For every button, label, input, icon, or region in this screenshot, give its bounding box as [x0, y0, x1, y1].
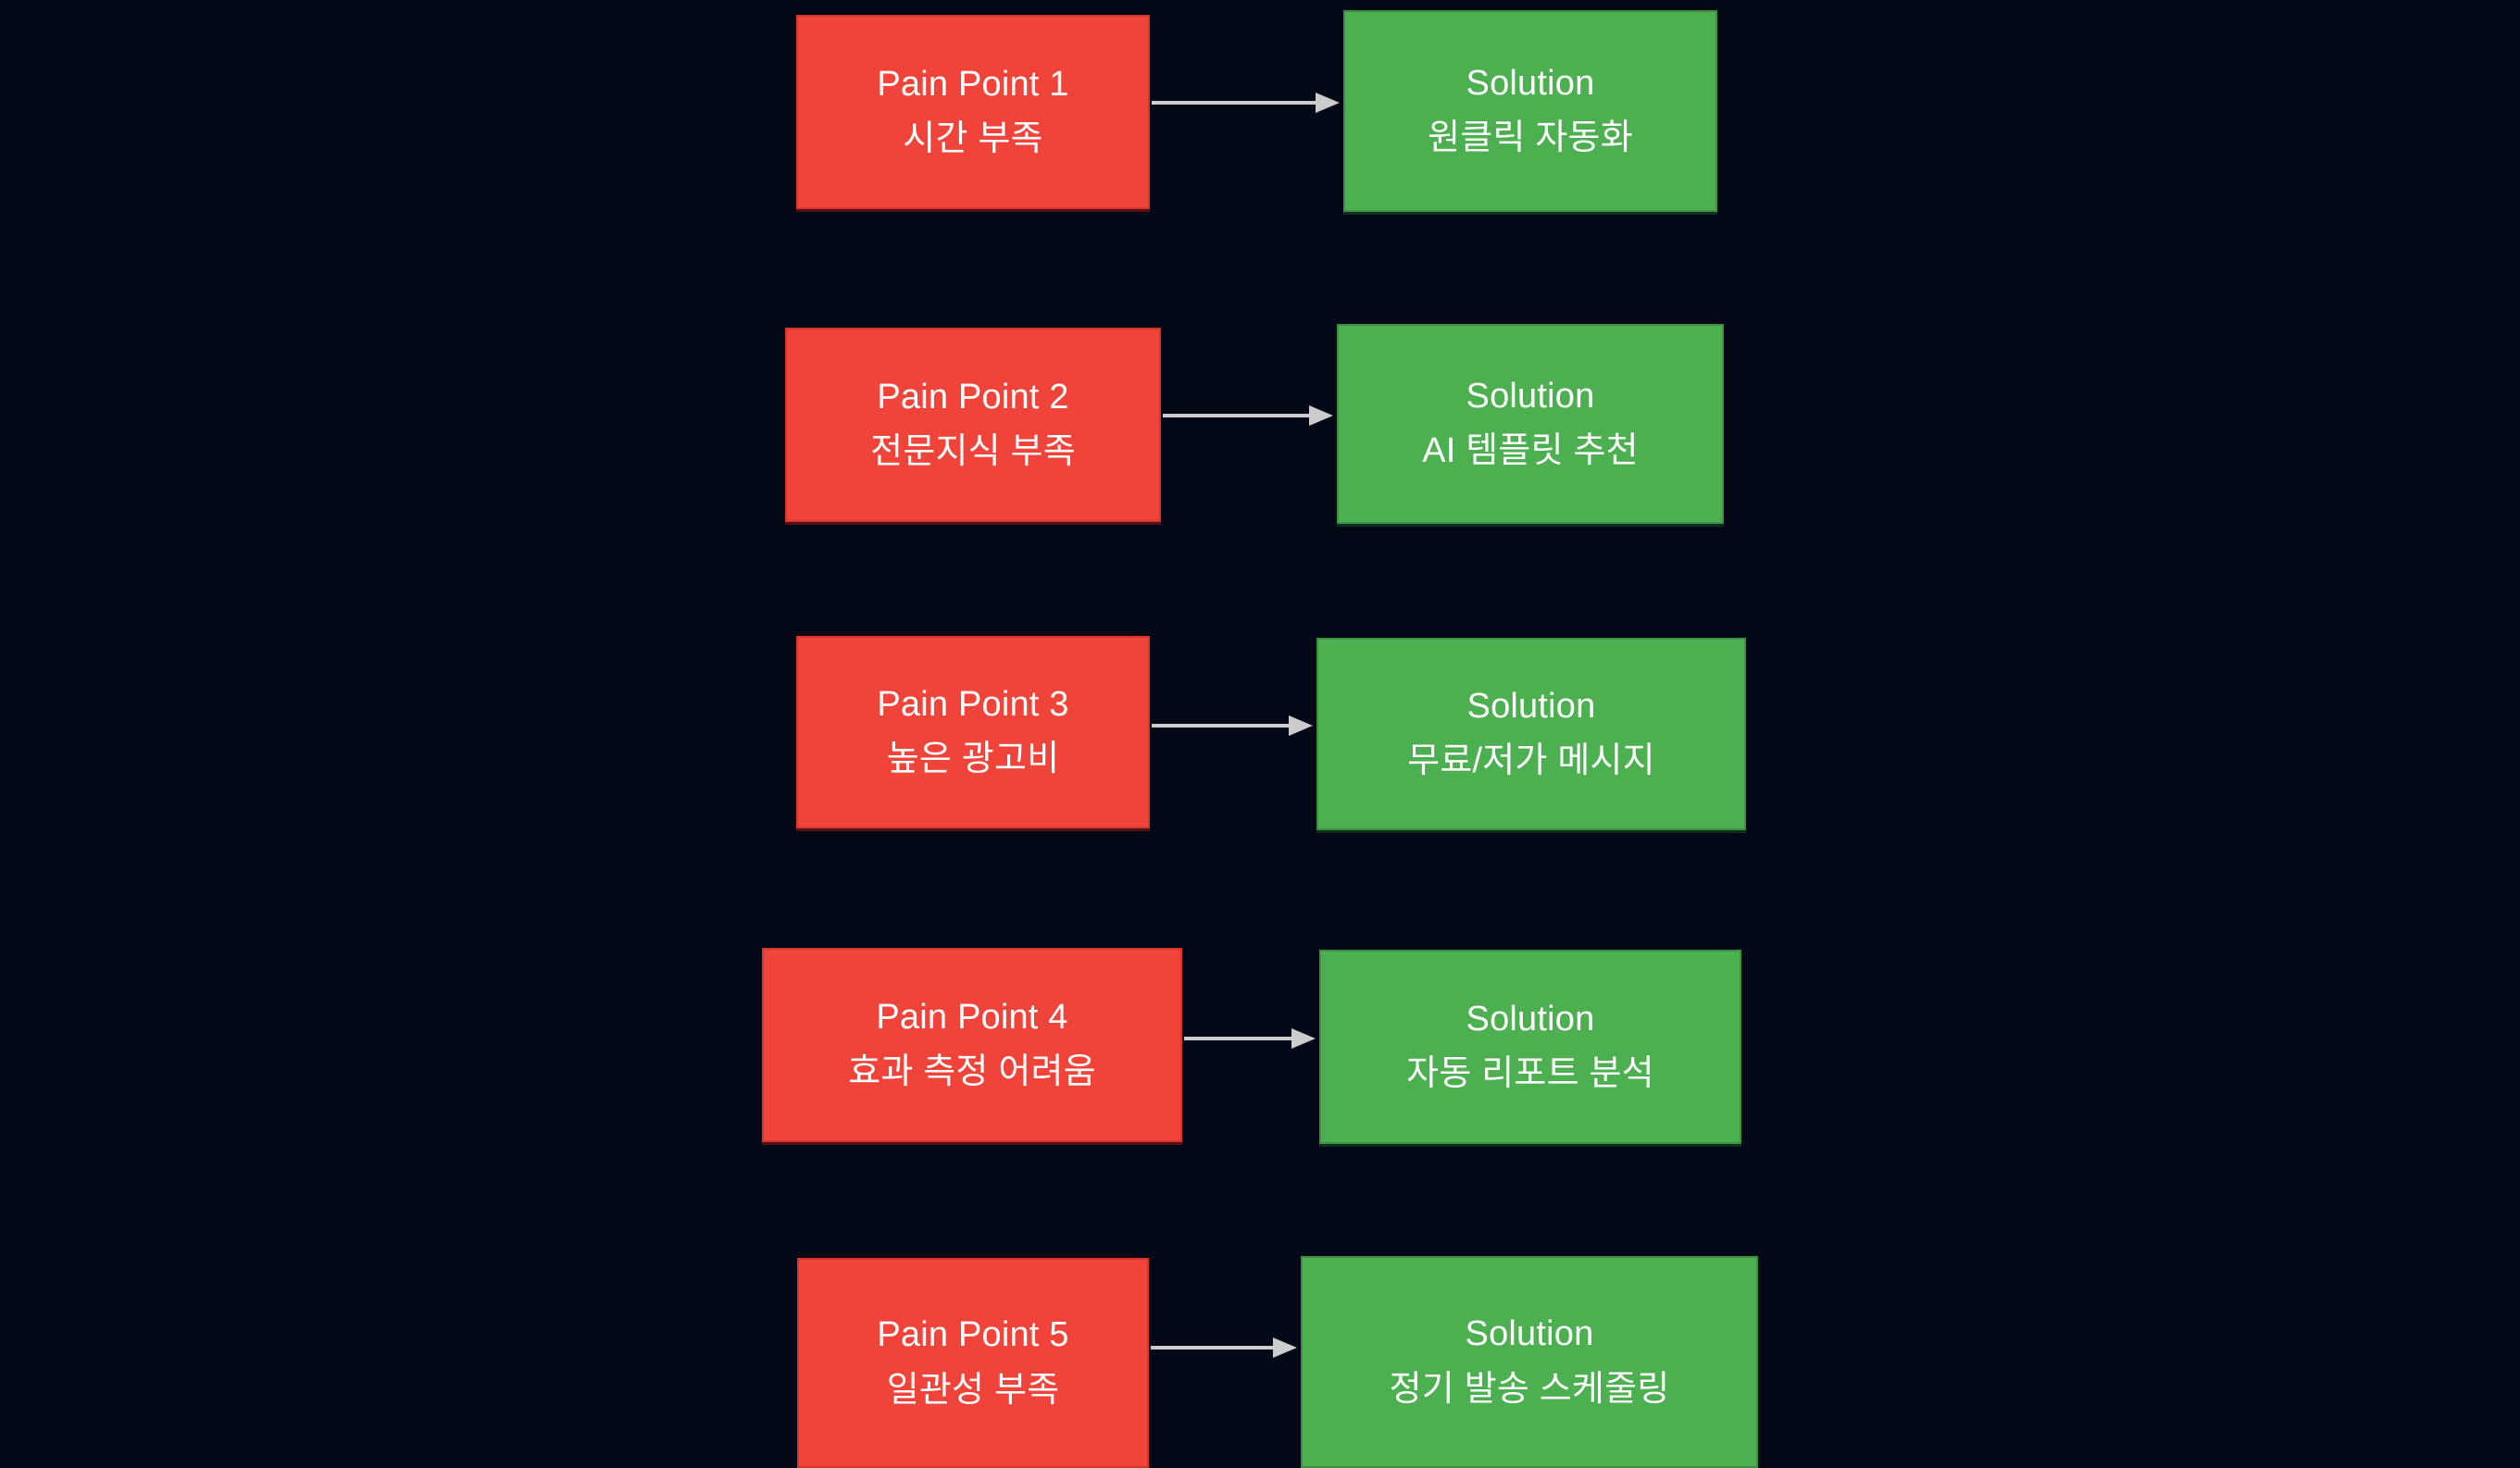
solution-title: Solution	[1466, 999, 1595, 1039]
arrow-connector-4	[1184, 1027, 1316, 1050]
arrow-icon	[1152, 715, 1313, 736]
solution-detail: 정기 발송 스케줄링	[1389, 1369, 1670, 1409]
solution-title: Solution	[1466, 376, 1595, 416]
pain-point-node-3[interactable]: Pain Point 3 높은 광고비	[796, 636, 1150, 828]
pain-point-title: Pain Point 2	[877, 377, 1069, 417]
pain-point-detail: 효과 측정 어려움	[848, 1052, 1096, 1091]
solution-node-1[interactable]: Solution 원클릭 자동화	[1343, 10, 1717, 212]
solution-node-2[interactable]: Solution AI 템플릿 추천	[1337, 324, 1724, 524]
pain-point-detail: 일관성 부족	[886, 1370, 1060, 1410]
solution-title: Solution	[1466, 686, 1596, 726]
arrow-connector-3	[1152, 715, 1313, 737]
pain-point-title: Pain Point 4	[876, 997, 1068, 1037]
arrow-icon	[1151, 1337, 1297, 1358]
solution-node-3[interactable]: Solution 무료/저가 메시지	[1316, 638, 1746, 830]
solution-node-4[interactable]: Solution 자동 리포트 분석	[1319, 950, 1741, 1144]
arrow-icon	[1163, 405, 1333, 426]
pain-point-detail: 전문지식 부족	[870, 432, 1076, 471]
arrow-icon	[1184, 1028, 1316, 1049]
solution-detail: 원클릭 자동화	[1428, 118, 1633, 157]
solution-title: Solution	[1466, 63, 1595, 103]
solution-node-5[interactable]: Solution 정기 발송 스케줄링	[1301, 1256, 1758, 1468]
pain-point-title: Pain Point 3	[877, 684, 1069, 724]
solution-detail: 무료/저가 메시지	[1407, 741, 1655, 780]
pain-point-detail: 시간 부족	[903, 119, 1043, 158]
pain-point-title: Pain Point 1	[877, 64, 1069, 104]
pain-point-title: Pain Point 5	[877, 1315, 1069, 1355]
solution-title: Solution	[1465, 1314, 1594, 1354]
pain-point-node-4[interactable]: Pain Point 4 효과 측정 어려움	[762, 948, 1182, 1142]
pain-point-node-5[interactable]: Pain Point 5 일관성 부족	[797, 1258, 1149, 1468]
solution-detail: AI 템플릿 추천	[1422, 431, 1639, 470]
arrow-connector-5	[1151, 1337, 1297, 1359]
pain-point-node-1[interactable]: Pain Point 1 시간 부족	[796, 15, 1150, 209]
pain-point-detail: 높은 광고비	[886, 740, 1060, 778]
arrow-connector-2	[1163, 404, 1333, 427]
pain-point-node-2[interactable]: Pain Point 2 전문지식 부족	[785, 328, 1161, 522]
arrow-icon	[1152, 93, 1340, 113]
arrow-connector-1	[1152, 92, 1340, 114]
solution-detail: 자동 리포트 분석	[1406, 1054, 1654, 1093]
